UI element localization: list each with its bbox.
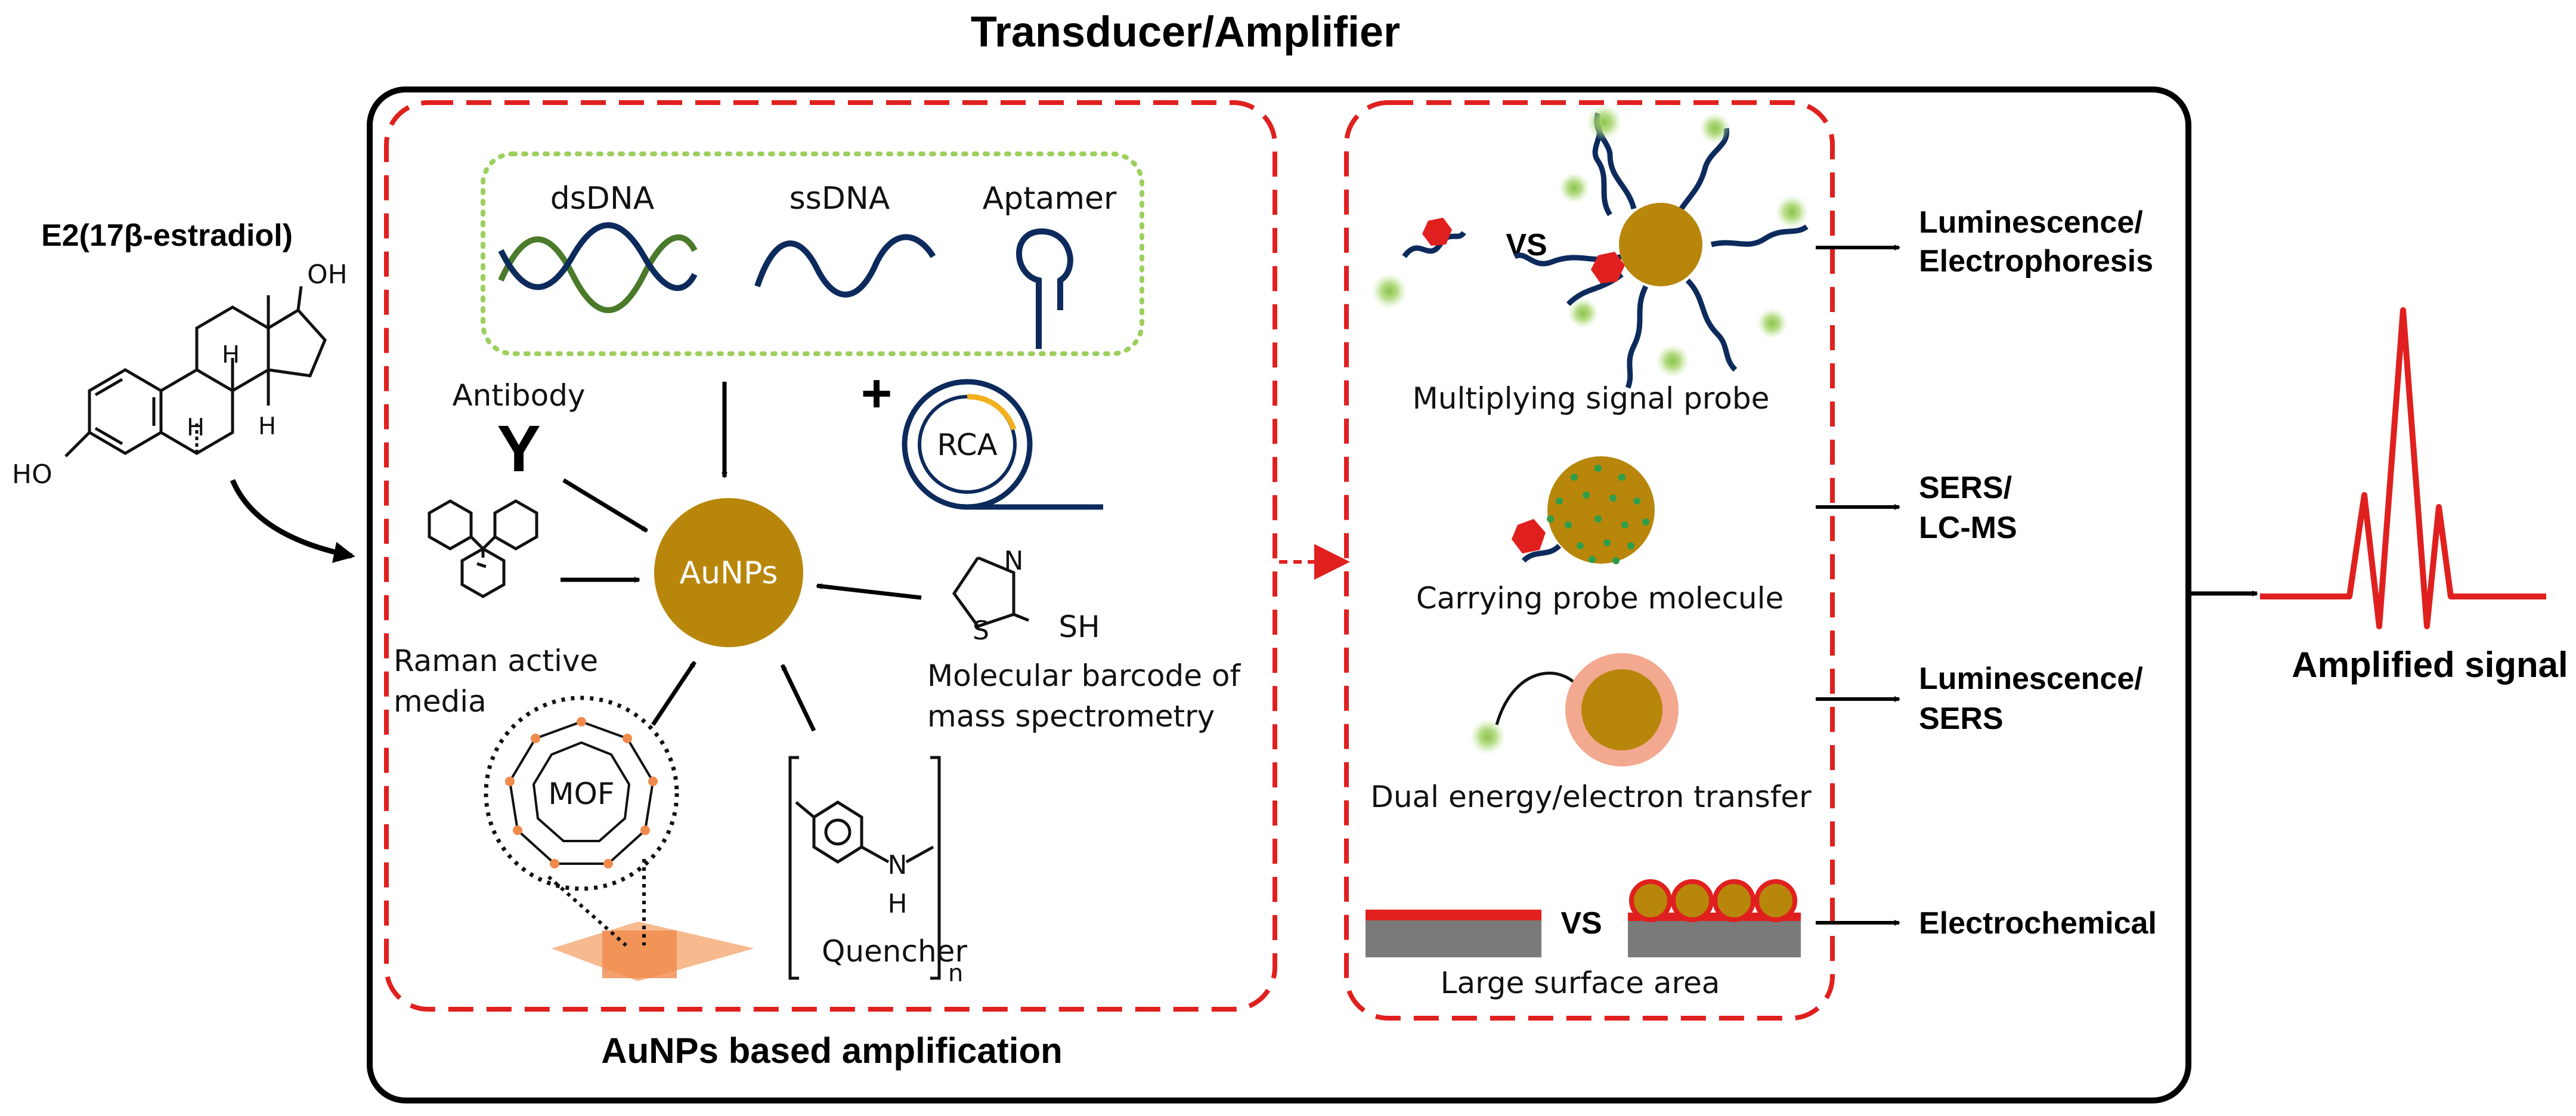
oh-top-label: OH <box>307 259 348 290</box>
barcode-label-line2: mass spectrometry <box>927 699 1215 734</box>
raman-label-line1: Raman active <box>394 644 598 678</box>
estradiol-structure <box>64 286 327 457</box>
aptamer-label: Aptamer <box>983 181 1117 217</box>
glow-dot <box>1656 344 1689 378</box>
dsdna-strand-navy <box>498 222 698 291</box>
ho-left-label: HO <box>12 459 52 490</box>
probe-label-3: Dual energy/electron transfer <box>1370 780 1812 814</box>
core-shell-particle-core <box>1581 669 1662 750</box>
multiplying-probe-icon <box>1513 112 1809 389</box>
mof-framework-icon <box>508 720 655 865</box>
aunp-center-label: AuNPs <box>680 555 778 591</box>
barcode-label-line1: Molecular barcode of <box>927 659 1241 693</box>
analyte-arrow <box>230 479 355 563</box>
glow-dot <box>1559 172 1590 203</box>
output-label-2-line2: LC-MS <box>1919 511 2017 545</box>
output-label-1-line2: Electrophoresis <box>1919 244 2153 279</box>
h-label-3: H <box>258 413 276 440</box>
glow-dot <box>1371 273 1407 309</box>
glow-dot <box>1586 104 1622 140</box>
barcode-sh-label: SH <box>1058 610 1100 644</box>
aunp-panel-caption: AuNPs based amplification <box>601 1031 1063 1071</box>
barcode-n-label: N <box>1004 546 1024 576</box>
barcode-arrow <box>816 583 922 600</box>
h-label-2: H <box>187 414 205 441</box>
output-label-3-line2: SERS <box>1919 701 2004 736</box>
antibody-label: Antibody <box>452 378 585 413</box>
quencher-label: Quencher <box>822 934 967 969</box>
output-label-1-line1: Luminescence/ <box>1919 205 2143 240</box>
quencher-n-label: N <box>888 850 908 880</box>
mechanism-panel <box>1344 100 1835 1021</box>
mof-linker-dots <box>505 717 658 868</box>
mof-zoom-line-1 <box>547 875 627 947</box>
plus-sign: + <box>861 364 893 423</box>
amplified-signal-label: Amplified signal <box>2292 645 2568 685</box>
aunp-panel <box>384 100 1277 1012</box>
quencher-h-label: H <box>887 889 907 919</box>
glow-dot <box>1568 298 1599 329</box>
analyte-name: E2(17β-estradiol) <box>41 218 293 253</box>
amplified-signal-waveform <box>2260 307 2546 629</box>
diagram-title: Transducer/Amplifier <box>971 8 1400 56</box>
mof-label: MOF <box>548 777 614 811</box>
quencher-subscript-label: n <box>948 960 963 987</box>
mof-arrow <box>651 661 696 726</box>
flat-electrode-icon <box>1366 910 1541 957</box>
glow-dot <box>1699 113 1730 144</box>
carrying-probe-icon <box>1512 456 1655 564</box>
aunp-center-particle <box>654 498 803 647</box>
output-label-3-line1: Luminescence/ <box>1919 661 2143 696</box>
vs-label-2: VS <box>1561 906 1602 941</box>
raman-label-line2: media <box>394 684 487 719</box>
glow-dot <box>1757 308 1788 339</box>
quencher-arrow <box>780 664 816 732</box>
glow-dot <box>1775 195 1809 228</box>
glow-dot <box>1470 719 1506 755</box>
barcode-molecule-icon <box>952 556 1029 628</box>
antibody-arrow <box>562 478 648 533</box>
rca-icon <box>902 379 1103 510</box>
mof-zoom-circle <box>484 695 679 891</box>
quencher-molecule-icon <box>788 756 941 980</box>
aptamer-icon <box>1016 228 1073 349</box>
probe-label-1: Multiplying signal probe <box>1413 381 1770 416</box>
dsdna-label: dsDNA <box>550 181 655 217</box>
nucleic-acid-box <box>481 152 1144 356</box>
probe-label-4: Large surface area <box>1441 966 1720 1000</box>
rca-label: RCA <box>937 428 997 462</box>
single-probe-strand <box>1402 230 1466 258</box>
h-label-1: H <box>222 341 240 369</box>
ssdna-label: ssDNA <box>789 181 890 217</box>
probe-label-2: Carrying probe molecule <box>1416 581 1784 616</box>
antibody-icon: Y <box>497 412 540 486</box>
ssdna-strand <box>754 234 936 298</box>
single-probe-hexagon <box>1422 218 1452 246</box>
nanoparticle-electrode-icon <box>1628 879 1801 957</box>
dsdna-strand-green <box>498 234 698 313</box>
output-label-2-line1: SERS/ <box>1919 471 2012 505</box>
barcode-s-label: S <box>973 616 989 646</box>
output-label-4: Electrochemical <box>1919 906 2157 941</box>
mof-crystal-icon <box>552 922 754 981</box>
raman-molecule-icon <box>428 499 538 598</box>
